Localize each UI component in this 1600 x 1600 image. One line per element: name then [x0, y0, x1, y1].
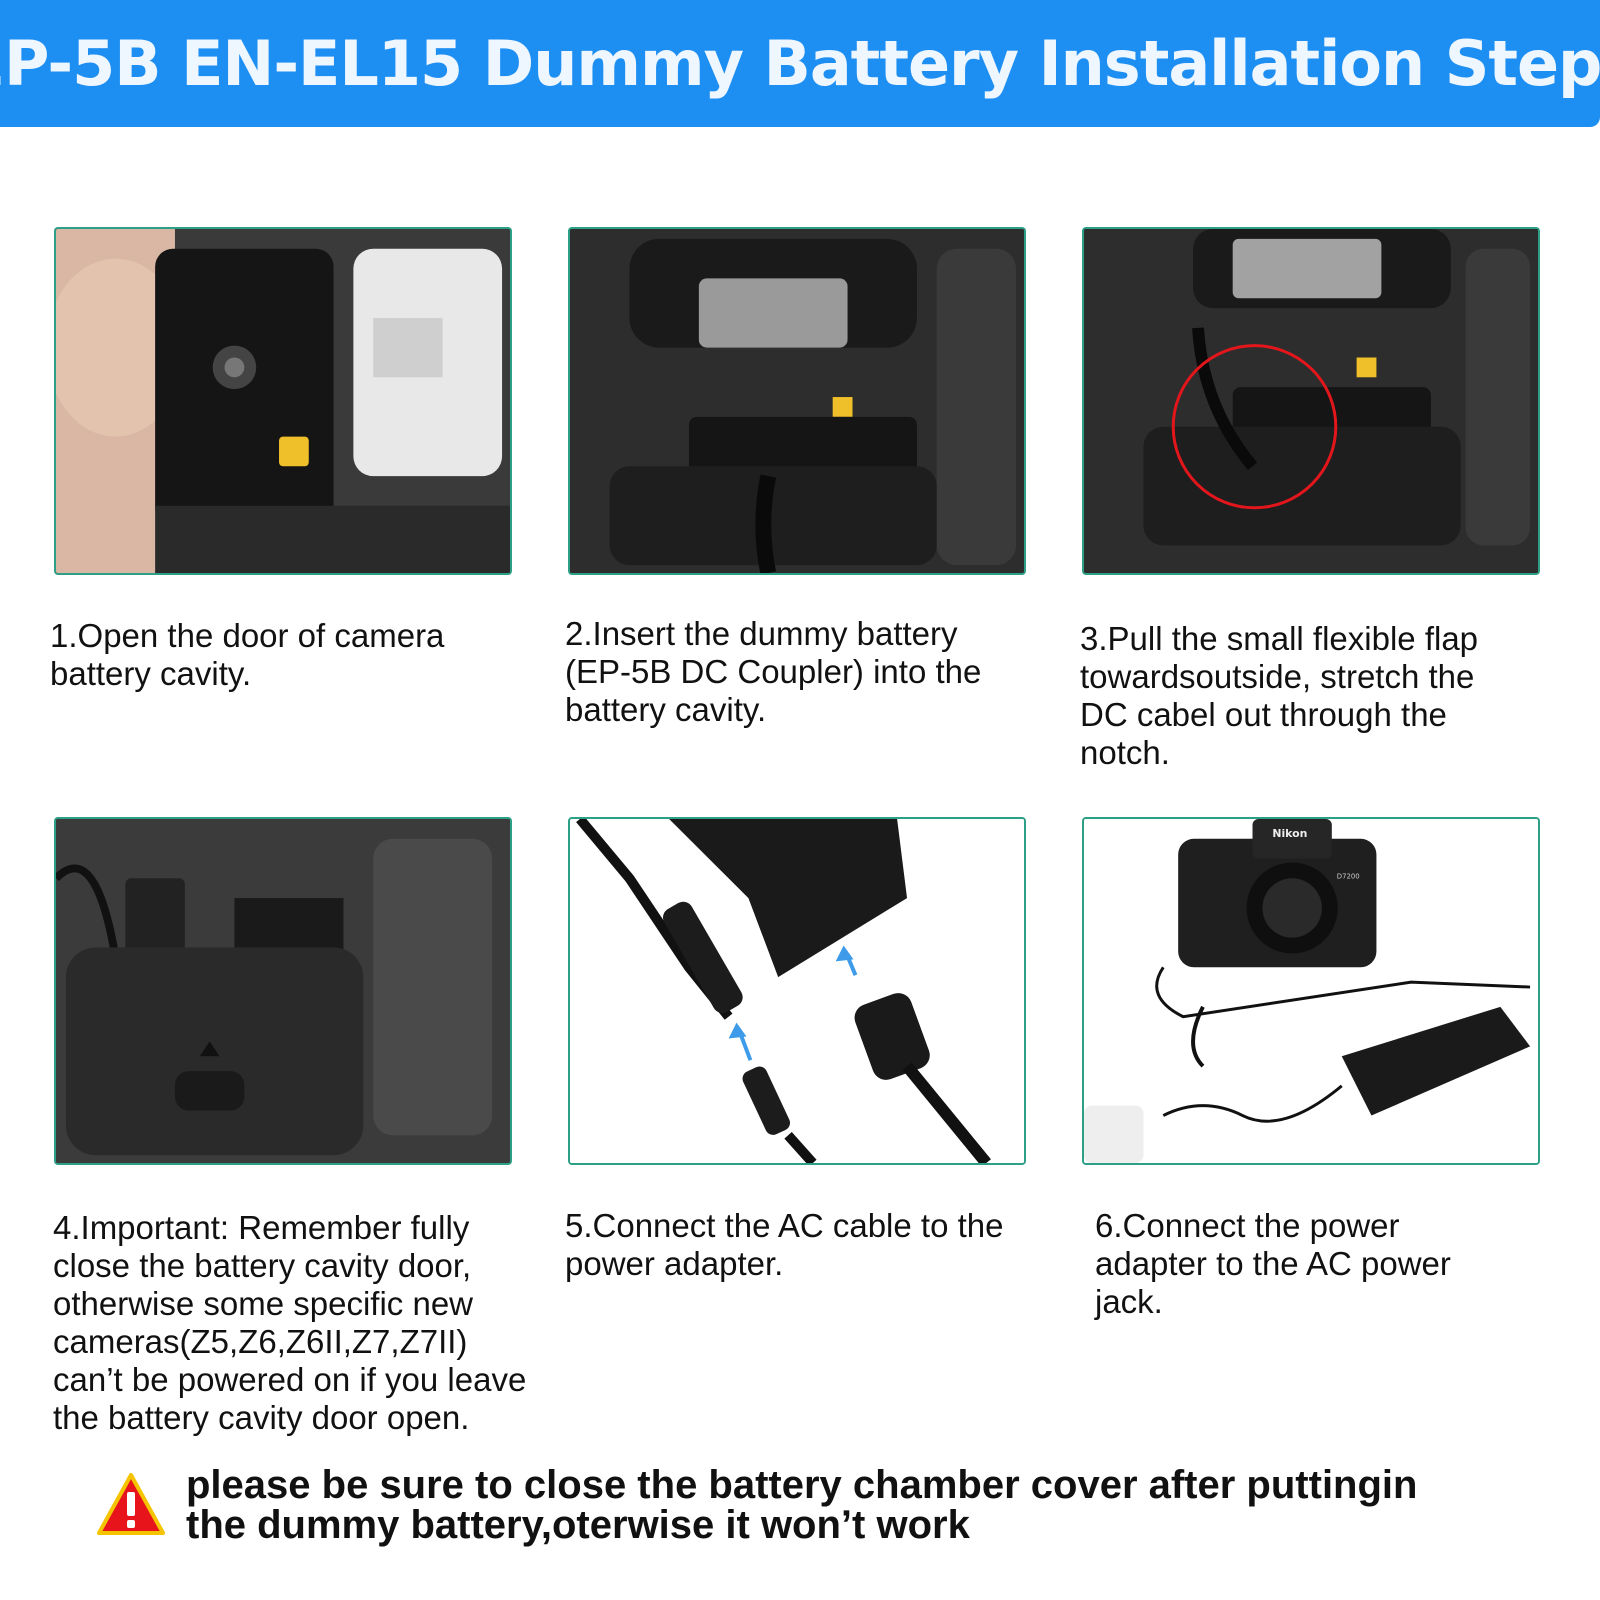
camera-brand-label: Nikon — [1272, 827, 1307, 840]
step-1-photo — [54, 227, 512, 575]
step-5-photo — [568, 817, 1026, 1165]
step-4-caption: 4.Important: Remember fully close the ba… — [53, 1209, 527, 1436]
step-3-caption: 3.Pull the small flexible flap towardsou… — [1080, 620, 1479, 771]
step-4-photo — [54, 817, 512, 1165]
step-2-caption: 2.Insert the dummy battery (EP-5B DC Cou… — [565, 615, 982, 728]
title-banner: EP-5B EN-EL15 Dummy Battery Installation… — [0, 0, 1600, 127]
step-1-caption: 1.Open the door of camera battery cavity… — [50, 617, 445, 692]
step-3-photo — [1082, 227, 1540, 575]
page-title: EP-5B EN-EL15 Dummy Battery Installation… — [0, 27, 1600, 100]
warning-message: please be sure to close the battery cham… — [186, 1463, 1418, 1547]
step-5-caption: 5.Connect the AC cable to the power adap… — [565, 1207, 1004, 1282]
camera-model-label: D7200 — [1337, 872, 1360, 880]
step-2-photo — [568, 227, 1026, 575]
step-6-photo: Nikon D7200 — [1082, 817, 1540, 1165]
warning-triangle-icon — [96, 1472, 166, 1536]
step-6-caption: 6.Connect the power adapter to the AC po… — [1095, 1207, 1451, 1320]
